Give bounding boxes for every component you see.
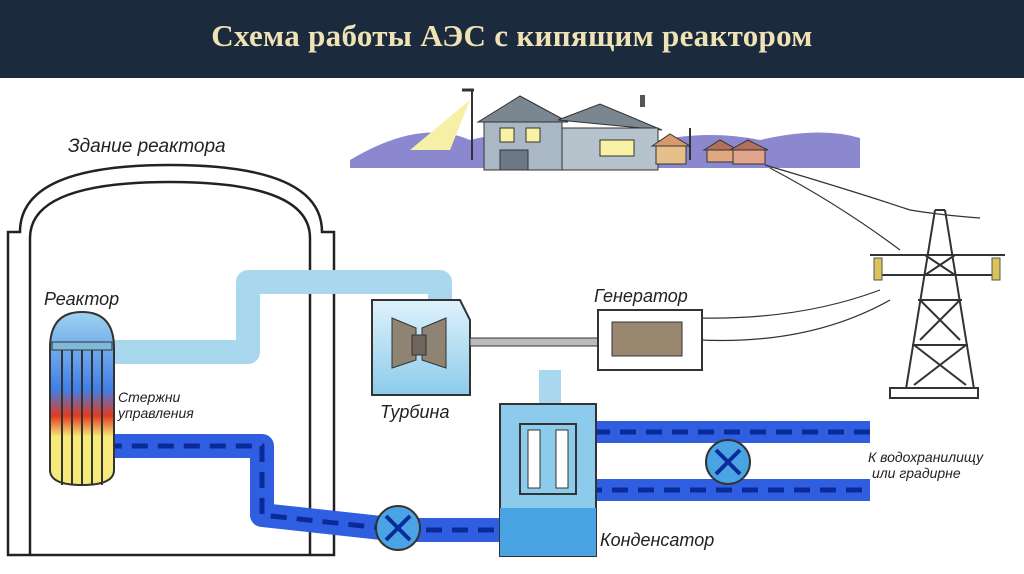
title-bar: Схема работы АЭС с кипящим реактором xyxy=(0,0,1024,78)
power-lines xyxy=(699,164,981,342)
feedwater-pump xyxy=(375,505,421,551)
transmission-tower xyxy=(870,209,1005,399)
town-scene xyxy=(350,88,860,171)
lamp-glow xyxy=(410,100,470,150)
label-cooling-2: или градирне xyxy=(872,465,961,481)
label-generator: Генератор xyxy=(594,286,688,306)
reactor-vessel xyxy=(49,310,115,487)
reactor-building xyxy=(6,163,336,557)
steam-pipe xyxy=(112,270,452,364)
generator xyxy=(469,309,703,371)
turbine xyxy=(371,299,471,396)
house-main xyxy=(476,95,663,171)
label-control-rods-2: управления xyxy=(117,405,194,421)
houses-small xyxy=(650,128,769,165)
label-cooling-1: К водохранилищу xyxy=(868,449,984,465)
label-condenser: Конденсатор xyxy=(600,530,714,550)
bwr-diagram: Здание реактора Реактор Стержни управлен… xyxy=(6,88,1005,557)
label-reactor: Реактор xyxy=(44,289,119,309)
label-control-rods-1: Стержни xyxy=(118,389,181,405)
page-title: Схема работы АЭС с кипящим реактором xyxy=(211,18,813,53)
label-turbine: Турбина xyxy=(380,402,449,422)
condenser xyxy=(499,403,597,557)
feedwater-pipe xyxy=(112,434,520,542)
cooling-pump xyxy=(705,439,751,485)
label-reactor-building: Здание реактора xyxy=(68,136,226,157)
